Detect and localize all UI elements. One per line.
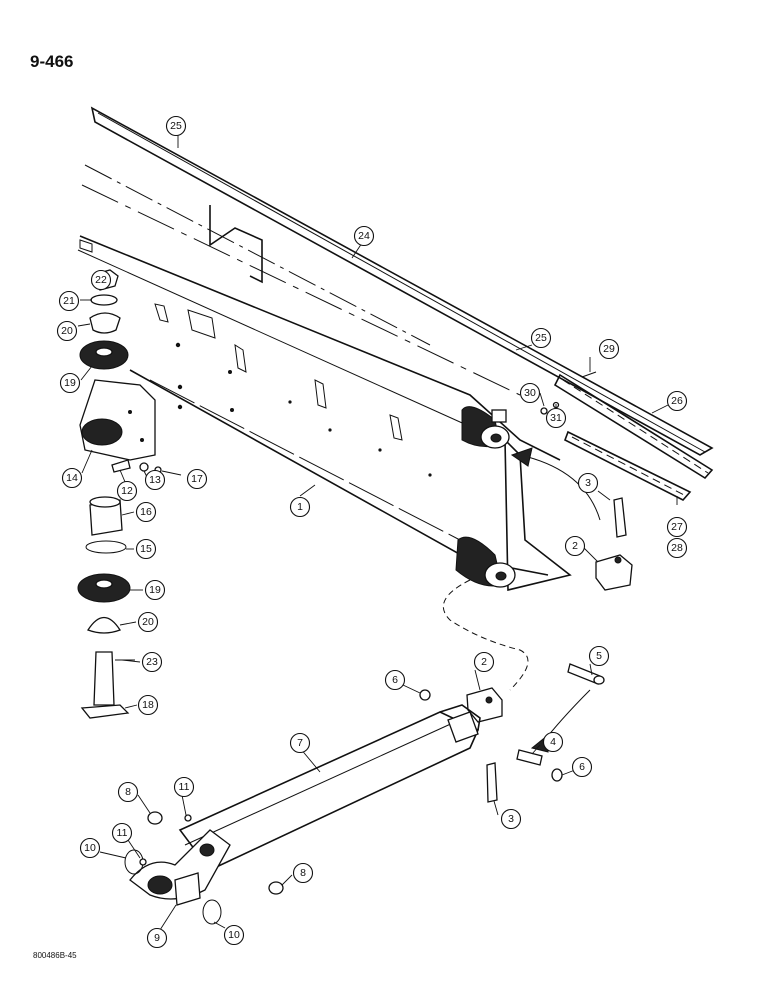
link-hardware	[419, 497, 633, 803]
trunnion-group	[77, 269, 162, 719]
callout-27: 27	[666, 516, 688, 538]
callout-8a: 8	[117, 781, 139, 803]
callout-2a: 2	[564, 535, 586, 557]
svg-text:10: 10	[84, 842, 96, 854]
callout-20a: 20	[56, 320, 78, 342]
callout-3a: 3	[577, 472, 599, 494]
svg-text:5: 5	[596, 650, 602, 662]
svg-text:11: 11	[117, 827, 128, 839]
svg-text:6: 6	[579, 761, 585, 773]
callout-5: 5	[588, 645, 610, 667]
push-arm	[124, 704, 481, 925]
callout-7: 7	[289, 732, 311, 754]
callout-3b: 3	[500, 808, 522, 830]
callout-19a: 19	[59, 372, 81, 394]
page-number: 9-466	[30, 52, 74, 71]
callout-12: 12	[116, 480, 138, 502]
svg-text:12: 12	[121, 485, 133, 497]
figure-code: 800486B-45	[33, 951, 77, 960]
callout-9: 9	[146, 927, 168, 949]
callout-30: 30	[519, 382, 541, 404]
callout-4: 4	[542, 731, 564, 753]
callout-10a: 10	[79, 837, 101, 859]
svg-text:27: 27	[671, 521, 683, 533]
callout-11b: 11	[111, 822, 133, 844]
svg-text:4: 4	[550, 736, 556, 748]
svg-text:6: 6	[392, 674, 398, 686]
callout-15: 15	[135, 538, 157, 560]
svg-text:24: 24	[358, 230, 370, 242]
svg-text:7: 7	[297, 737, 303, 749]
callout-28: 28	[666, 537, 688, 559]
svg-text:2: 2	[481, 656, 487, 668]
callout-21: 21	[58, 290, 80, 312]
svg-text:20: 20	[142, 616, 154, 628]
callout-8b: 8	[292, 862, 314, 884]
callout-13: 13	[144, 469, 166, 491]
callout-6b: 6	[571, 756, 593, 778]
svg-text:9: 9	[154, 932, 160, 944]
callout-10b: 10	[223, 924, 245, 946]
svg-text:20: 20	[61, 325, 73, 337]
svg-text:22: 22	[95, 274, 107, 286]
callout-6a: 6	[384, 669, 406, 691]
svg-text:19: 19	[149, 584, 161, 596]
callout-11a: 11	[173, 776, 195, 798]
callout-31: 31	[545, 407, 567, 429]
callout-26: 26	[666, 390, 688, 412]
svg-text:3: 3	[508, 813, 514, 825]
callout-22: 22	[90, 269, 112, 291]
leader-lines	[77, 133, 678, 931]
callout-1: 1	[289, 496, 311, 518]
callout-18: 18	[137, 694, 159, 716]
cutting-edges	[540, 371, 714, 501]
svg-text:13: 13	[149, 474, 161, 486]
callout-2b: 2	[473, 651, 495, 673]
svg-text:18: 18	[142, 699, 154, 711]
callout-23: 23	[141, 651, 163, 673]
callout-16: 16	[135, 501, 157, 523]
svg-text:28: 28	[671, 542, 683, 554]
svg-text:11: 11	[179, 781, 190, 793]
svg-text:10: 10	[228, 929, 240, 941]
svg-text:26: 26	[671, 395, 683, 407]
svg-text:1: 1	[297, 501, 303, 513]
svg-text:17: 17	[191, 473, 203, 485]
callout-29: 29	[598, 338, 620, 360]
callout-14: 14	[61, 467, 83, 489]
svg-text:16: 16	[140, 506, 152, 518]
callout-17: 17	[186, 468, 208, 490]
svg-text:30: 30	[524, 387, 536, 399]
callout-25a: 25	[165, 115, 187, 137]
svg-text:29: 29	[603, 343, 615, 355]
svg-text:2: 2	[572, 540, 578, 552]
callout-19b: 19	[144, 579, 166, 601]
svg-text:25: 25	[170, 120, 182, 132]
blade-assembly	[77, 106, 714, 592]
svg-text:3: 3	[585, 477, 591, 489]
svg-text:15: 15	[140, 543, 152, 555]
svg-text:23: 23	[146, 656, 158, 668]
svg-text:8: 8	[300, 867, 306, 879]
svg-text:8: 8	[125, 786, 131, 798]
svg-text:25: 25	[535, 332, 547, 344]
callout-25b: 25	[530, 327, 552, 349]
svg-text:31: 31	[550, 412, 562, 424]
callout-20b: 20	[137, 611, 159, 633]
svg-text:21: 21	[63, 295, 75, 307]
svg-text:19: 19	[64, 377, 76, 389]
svg-text:14: 14	[66, 472, 78, 484]
callout-24: 24	[353, 225, 375, 247]
